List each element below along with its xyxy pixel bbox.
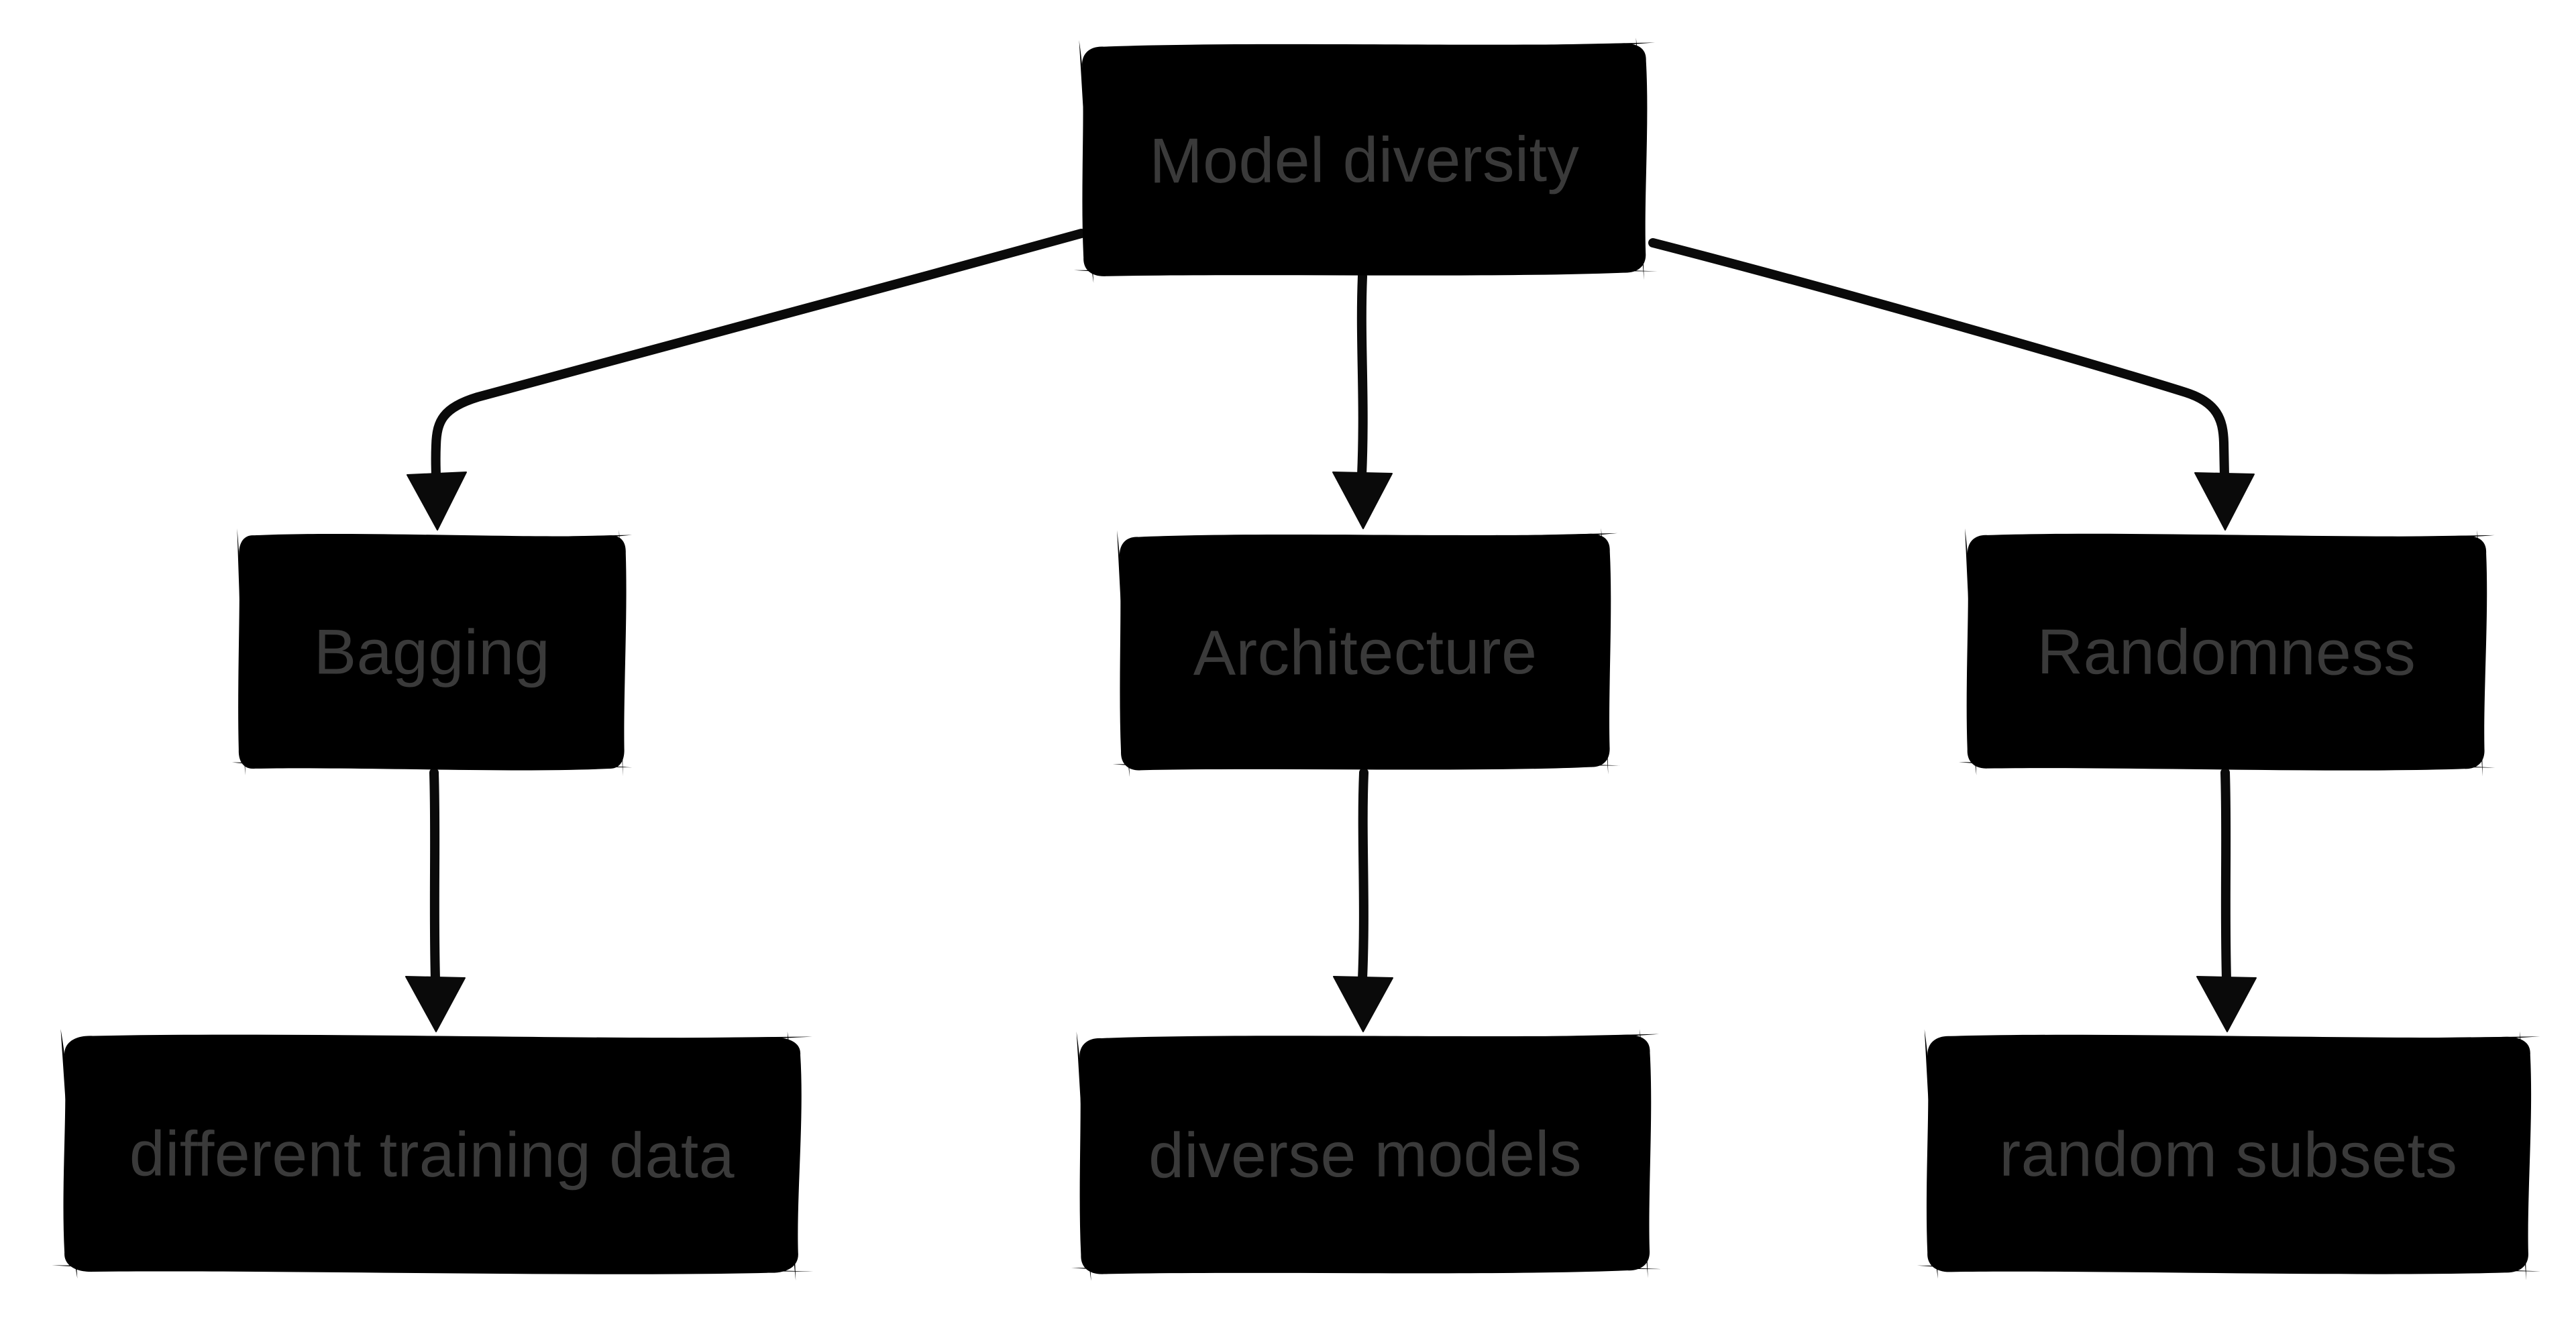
arrow-line [429,768,440,984]
node-different-training-data: different training data [50,1027,814,1283]
arrowhead-icon [2196,976,2257,1032]
arrowhead-icon [1332,472,1393,529]
arrow-architecture-to-diverse-models [1333,768,1393,1032]
arrow-model-diversity-to-randomness [1648,238,2255,531]
node-model-diversity: Model diversity [1071,36,1658,285]
node-label: diverse models [1148,1118,1582,1192]
arrowhead-icon [1333,976,1393,1032]
arrow-line [1356,272,1368,480]
node-label: random subsets [1999,1118,2458,1191]
node-diverse-models: diverse models [1069,1027,1662,1283]
arrow-model-diversity-to-architecture [1332,272,1393,529]
node-random-subsets: random subsets [1915,1027,2542,1282]
node-label: Bagging [313,616,551,689]
arrowhead-icon [407,472,467,531]
arrow-line [1358,768,1368,984]
node-label: different training data [129,1118,735,1192]
arrowhead-icon [405,976,466,1032]
node-architecture: Architecture [1110,526,1620,779]
arrow-model-diversity-to-bagging [407,229,1086,531]
node-label: Model diversity [1149,123,1580,197]
node-label: Randomness [2037,616,2416,689]
arrowhead-icon [2194,472,2255,531]
node-randomness: Randomness [1957,527,2496,779]
arrow-line [1648,238,2229,481]
arrow-line [2220,768,2231,984]
node-label: Architecture [1193,616,1538,689]
arrow-bagging-to-different-training-data [405,768,466,1032]
arrow-line [431,229,1086,482]
arrow-randomness-to-random-subsets [2196,768,2257,1032]
node-bagging: Bagging [231,527,633,779]
